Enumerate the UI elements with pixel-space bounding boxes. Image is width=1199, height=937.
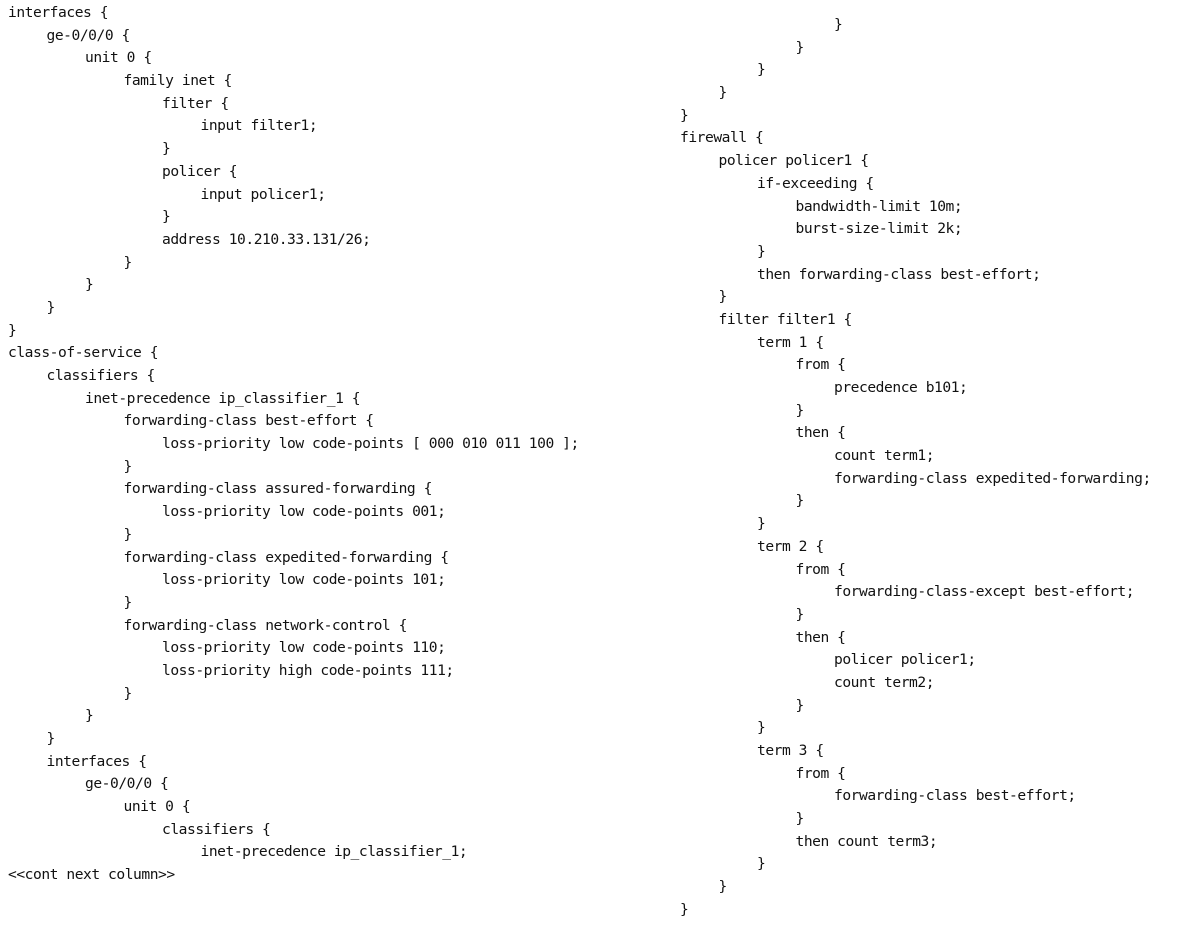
code-line: } bbox=[123, 525, 133, 543]
code-line: burst-size-limit 2k; bbox=[795, 220, 963, 238]
config-right-column: }}}}} firewall { policer policer1 { if-exce… bbox=[680, 14, 1151, 922]
code-line: from { bbox=[795, 356, 846, 374]
code-line: then { bbox=[795, 424, 846, 442]
code-line: forwarding-class expedited-forwarding { bbox=[123, 548, 450, 566]
code-line: } bbox=[718, 288, 728, 306]
code-line: } bbox=[123, 457, 133, 475]
code-line: then count term3; bbox=[795, 832, 938, 850]
code-line: loss-priority high code-points 111; bbox=[162, 661, 454, 679]
code-line: } bbox=[834, 16, 843, 33]
code-line: } bbox=[718, 878, 728, 896]
code-line: unit 0 { bbox=[123, 798, 191, 816]
code-line: policer policer1; bbox=[834, 651, 976, 669]
code-line: bandwidth-limit 10m; bbox=[795, 197, 963, 215]
code-line: loss-priority low code-points [ 000 010 … bbox=[162, 435, 579, 453]
code-line: firewall { bbox=[680, 129, 764, 147]
code-line: precedence b101; bbox=[834, 379, 968, 396]
config-left-column: interfaces { ge-0/0/0 { unit 0 { family ine… bbox=[8, 2, 579, 887]
code-line: forwarding-class-except best-effort; bbox=[834, 583, 1135, 601]
code-line: from { bbox=[795, 560, 846, 578]
code-line: forwarding-class best-effort { bbox=[123, 412, 375, 430]
code-line: } bbox=[757, 855, 766, 873]
code-line: filter { bbox=[162, 94, 229, 112]
code-line: } bbox=[757, 242, 766, 260]
code-line: then forwarding-class best-effort; bbox=[757, 265, 1041, 283]
code-line: then { bbox=[795, 628, 846, 646]
code-line: } bbox=[123, 593, 133, 611]
code-line: forwarding-class assured-forwarding { bbox=[123, 480, 433, 498]
code-line: loss-priority low code-points 101; bbox=[162, 571, 446, 589]
code-line: } bbox=[757, 719, 766, 737]
code-line: <<cont next column>> bbox=[8, 866, 175, 884]
code-line: } bbox=[795, 492, 805, 510]
code-line: } bbox=[85, 276, 94, 294]
code-line: loss-priority low code-points 001; bbox=[162, 503, 446, 521]
code-line: interfaces { bbox=[46, 752, 147, 770]
code-line: } bbox=[795, 38, 805, 56]
code-line: interfaces { bbox=[8, 4, 109, 21]
code-line: input filter1; bbox=[200, 117, 318, 135]
code-line: term 1 { bbox=[757, 333, 824, 351]
code-line: } bbox=[46, 298, 56, 316]
code-line: } bbox=[85, 707, 94, 725]
code-line: count term2; bbox=[834, 673, 935, 691]
code-line: loss-priority low code-points 110; bbox=[162, 639, 446, 657]
code-line: term 2 { bbox=[757, 537, 824, 555]
code-line: } bbox=[162, 208, 171, 226]
code-line: } bbox=[795, 810, 805, 828]
code-line: ge-0/0/0 { bbox=[85, 775, 169, 793]
code-line: policer policer1 { bbox=[718, 152, 870, 170]
code-line: term 3 { bbox=[757, 742, 824, 759]
code-line: inet-precedence ip_classifier_1; bbox=[200, 843, 468, 861]
code-line: forwarding-class expedited-forwarding; bbox=[834, 469, 1151, 487]
code-line: address 10.210.33.131/26; bbox=[162, 230, 371, 248]
code-line: } bbox=[795, 401, 805, 419]
code-line: unit 0 { bbox=[85, 49, 152, 67]
code-line: } bbox=[757, 61, 766, 79]
code-line: classifiers { bbox=[46, 367, 156, 384]
code-line: count term1; bbox=[834, 447, 935, 465]
code-line: forwarding-class best-effort; bbox=[834, 787, 1076, 805]
code-line: } bbox=[8, 321, 17, 339]
code-line: } bbox=[680, 900, 689, 918]
code-line: input policer1; bbox=[200, 185, 326, 203]
code-line: family inet { bbox=[123, 72, 233, 90]
code-line: } bbox=[162, 140, 171, 158]
code-line: } bbox=[757, 515, 766, 533]
code-line: filter filter1 { bbox=[718, 310, 853, 328]
code-line: classifiers { bbox=[162, 820, 271, 838]
code-line: inet-precedence ip_classifier_1 { bbox=[85, 389, 361, 407]
code-line: } bbox=[46, 730, 56, 747]
code-line: from { bbox=[795, 764, 846, 782]
code-line: } bbox=[123, 253, 133, 271]
code-line: if-exceeding { bbox=[757, 174, 874, 192]
code-line: forwarding-class network-control { bbox=[123, 616, 408, 634]
code-line: } bbox=[718, 84, 728, 102]
code-line: } bbox=[123, 684, 133, 702]
code-line: } bbox=[795, 696, 805, 714]
code-line: ge-0/0/0 { bbox=[46, 26, 131, 44]
code-line: policer { bbox=[162, 162, 238, 180]
code-line: } bbox=[795, 605, 805, 623]
code-line: class-of-service { bbox=[8, 344, 159, 362]
code-line: } bbox=[680, 106, 689, 124]
